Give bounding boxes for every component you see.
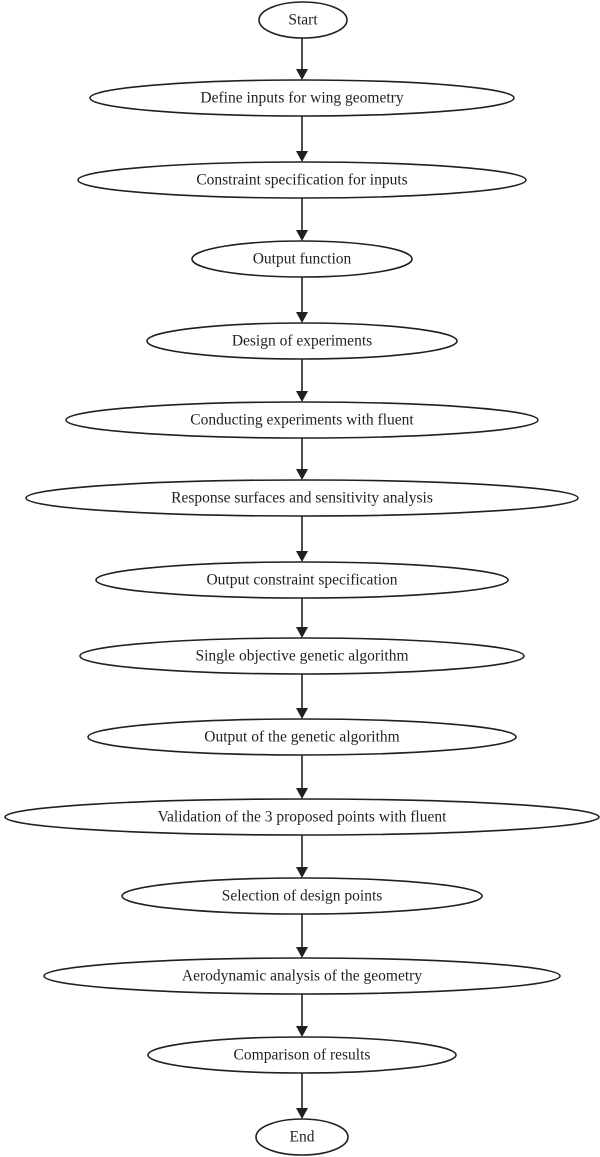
- arrowhead-icon: [296, 230, 308, 241]
- node-aerodynamic-analysis: Aerodynamic analysis of the geometry: [43, 957, 561, 995]
- node-start: Start: [258, 1, 348, 39]
- node-end-shape: [255, 1118, 349, 1156]
- edge-conducting-experiments-to-response-surfaces: [296, 438, 308, 480]
- edge-start-to-define-inputs: [296, 38, 308, 80]
- node-comparison: Comparison of results: [147, 1036, 457, 1074]
- arrowhead-icon: [296, 627, 308, 638]
- edge-response-surfaces-to-output-constraint: [296, 516, 308, 562]
- arrowhead-icon: [296, 867, 308, 878]
- node-define-inputs-shape: [89, 79, 515, 117]
- edge-comparison-to-end: [296, 1073, 308, 1119]
- node-output-function-label: Output function: [253, 251, 352, 268]
- arrowhead-icon: [296, 708, 308, 719]
- edge-output-constraint-to-single-objective-ga: [296, 598, 308, 638]
- node-design-experiments: Design of experiments: [146, 322, 458, 360]
- node-output-function: Output function: [191, 240, 413, 278]
- node-validation-label: Validation of the 3 proposed points with…: [158, 809, 448, 826]
- node-comparison-shape: [147, 1036, 457, 1074]
- edge-design-experiments-to-conducting-experiments: [296, 359, 308, 402]
- node-output-constraint-label: Output constraint specification: [206, 572, 397, 589]
- arrowhead-icon: [296, 151, 308, 162]
- node-single-objective-ga-label: Single objective genetic algorithm: [195, 648, 408, 665]
- edge-define-inputs-to-constraint-inputs: [296, 116, 308, 162]
- node-output-ga: Output of the genetic algorithm: [87, 718, 517, 756]
- node-single-objective-ga-shape: [79, 637, 525, 675]
- node-selection-shape: [121, 877, 483, 915]
- edge-output-function-to-design-experiments: [296, 277, 308, 323]
- node-single-objective-ga: Single objective genetic algorithm: [79, 637, 525, 675]
- node-conducting-experiments-shape: [65, 401, 539, 439]
- node-define-inputs: Define inputs for wing geometry: [89, 79, 515, 117]
- node-design-experiments-shape: [146, 322, 458, 360]
- arrowhead-icon: [296, 1026, 308, 1037]
- edge-validation-to-selection: [296, 835, 308, 878]
- edge-selection-to-aerodynamic-analysis: [296, 914, 308, 958]
- node-constraint-inputs: Constraint specification for inputs: [77, 161, 527, 199]
- edge-aerodynamic-analysis-to-comparison: [296, 994, 308, 1037]
- arrowhead-icon: [296, 469, 308, 480]
- node-end: End: [255, 1118, 349, 1156]
- node-start-label: Start: [288, 12, 318, 29]
- arrowhead-icon: [296, 391, 308, 402]
- node-validation: Validation of the 3 proposed points with…: [4, 798, 600, 836]
- edge-single-objective-ga-to-output-ga: [296, 674, 308, 719]
- node-output-function-shape: [191, 240, 413, 278]
- node-selection-label: Selection of design points: [222, 888, 383, 905]
- arrowhead-icon: [296, 1108, 308, 1119]
- arrowhead-icon: [296, 69, 308, 80]
- node-design-experiments-label: Design of experiments: [232, 333, 372, 350]
- node-start-shape: [258, 1, 348, 39]
- edge-constraint-inputs-to-output-function: [296, 198, 308, 241]
- arrowhead-icon: [296, 788, 308, 799]
- node-response-surfaces-shape: [25, 479, 579, 517]
- node-constraint-inputs-shape: [77, 161, 527, 199]
- node-aerodynamic-analysis-label: Aerodynamic analysis of the geometry: [182, 968, 422, 985]
- edges: [296, 38, 308, 1119]
- node-validation-shape: [4, 798, 600, 836]
- node-aerodynamic-analysis-shape: [43, 957, 561, 995]
- node-constraint-inputs-label: Constraint specification for inputs: [196, 172, 407, 189]
- node-conducting-experiments-label: Conducting experiments with fluent: [190, 412, 414, 429]
- node-output-ga-label: Output of the genetic algorithm: [204, 729, 399, 746]
- node-output-ga-shape: [87, 718, 517, 756]
- node-define-inputs-label: Define inputs for wing geometry: [200, 90, 403, 107]
- node-response-surfaces-label: Response surfaces and sensitivity analys…: [171, 490, 433, 507]
- arrowhead-icon: [296, 312, 308, 323]
- node-conducting-experiments: Conducting experiments with fluent: [65, 401, 539, 439]
- edge-output-ga-to-validation: [296, 755, 308, 799]
- node-output-constraint-shape: [95, 561, 509, 599]
- arrowhead-icon: [296, 551, 308, 562]
- node-selection: Selection of design points: [121, 877, 483, 915]
- node-response-surfaces: Response surfaces and sensitivity analys…: [25, 479, 579, 517]
- node-comparison-label: Comparison of results: [234, 1047, 371, 1064]
- node-end-label: End: [290, 1129, 315, 1146]
- arrowhead-icon: [296, 947, 308, 958]
- node-output-constraint: Output constraint specification: [95, 561, 509, 599]
